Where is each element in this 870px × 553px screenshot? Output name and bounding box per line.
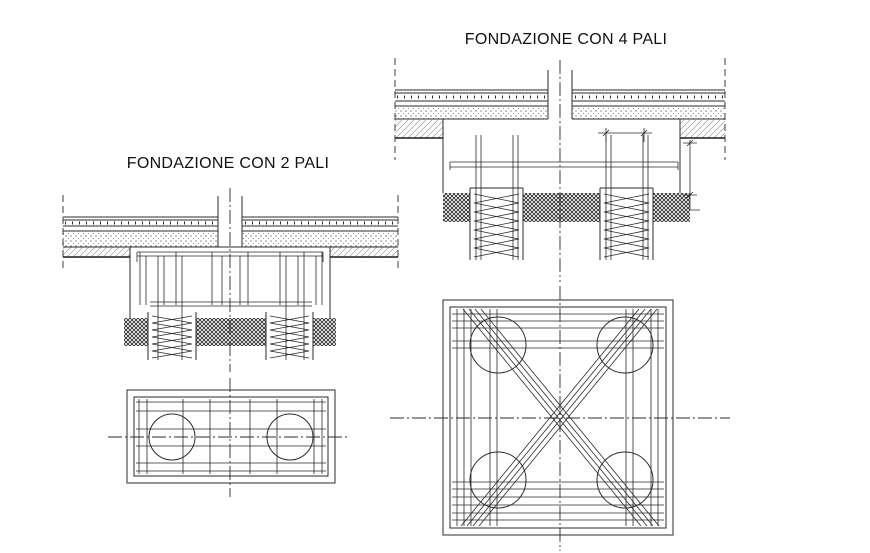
pile-outlines [147,312,314,360]
plan-4-pali-inner [449,306,667,529]
plan-4-pali-outer [442,299,674,536]
slab-right-4 [572,89,725,107]
plan-2-pali-inner [133,396,329,477]
column-4-pali [547,70,573,119]
ground-layer-left-4 [395,120,443,138]
ground-layer-right [330,247,398,257]
pile-cap-4-pali [442,119,681,193]
pile-4-outlines [469,187,654,260]
gravel-layer-right [242,232,398,247]
pile-plan-bottom-left [469,451,527,509]
title-4-pali: FONDAZIONE CON 4 PALI [465,31,667,48]
section-limit-lines-4 [394,58,726,160]
gravel-layer-left [63,232,218,247]
ground-layer-right-4 [680,120,725,138]
gravel-layer-left-4 [395,107,548,119]
plan-2-pali-outer [126,389,336,484]
plan-4-pali-rebar-grid [452,309,664,526]
plan-4-pali [390,286,730,551]
slab-left-4 [395,89,548,107]
pile-spirals-4-pali [473,193,650,258]
pile-4-right [600,188,653,260]
section-2-pali [62,188,399,372]
title-2-pali: FONDAZIONE CON 2 PALI [127,155,329,172]
pile-4-left [470,188,523,260]
pile-plan-top-left [469,316,527,374]
gravel-layer-right-4 [572,107,725,119]
section-limit-lines [62,195,399,270]
pile-spirals-2-pali [151,315,310,359]
plan-2-pali [108,378,348,497]
pile-cap-2-pali [129,246,331,318]
slab-left [63,216,218,232]
pile-4-rebars [475,135,649,260]
ground-layer-left [63,247,130,257]
slab-right [242,216,398,232]
pile-plan-top-right [596,316,654,374]
cap-reinforcement-cage [136,251,324,360]
section-4-pali [394,58,726,282]
column-2-pali [217,196,243,247]
cap-rebar-4-pali [449,161,679,170]
pile-plan-bottom-right [596,451,654,509]
dimension-top [598,128,652,142]
plan-4-pali-diagonal-bars [460,308,660,527]
dimension-right [683,139,700,211]
plan-2-pali-rebar-grid [136,399,326,474]
